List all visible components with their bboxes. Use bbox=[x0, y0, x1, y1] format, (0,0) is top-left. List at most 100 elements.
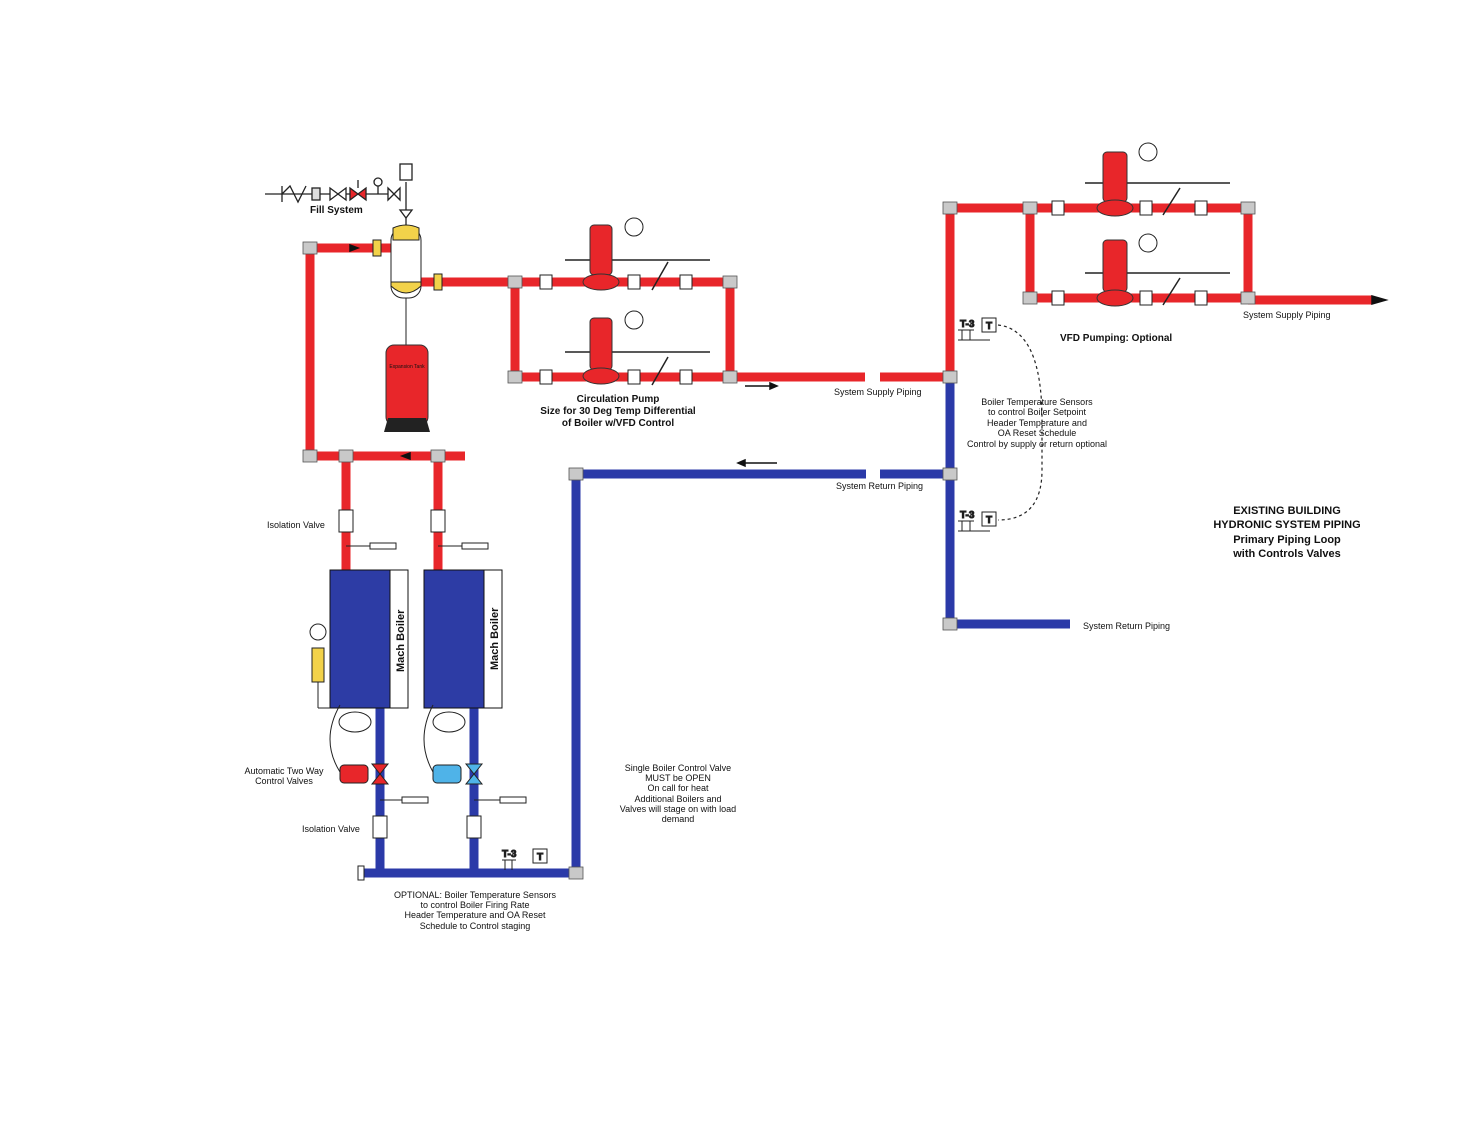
elbow bbox=[507, 370, 523, 384]
isolation-valve-icon bbox=[1139, 200, 1153, 216]
pressure-gauge-icon bbox=[373, 177, 383, 187]
return-sensor: T-3 T bbox=[958, 510, 997, 532]
isolation-valve-bottom-label: Isolation Valve bbox=[302, 824, 360, 834]
circ-pump-line-3: of Boiler w/VFD Control bbox=[562, 418, 674, 429]
optional-line: Header Temperature and OA Reset bbox=[405, 910, 546, 920]
control-valve-icon bbox=[464, 763, 484, 775]
check-valve-icon bbox=[679, 274, 693, 290]
diagram-title: EXISTING BUILDING HYDRONIC SYSTEM PIPING… bbox=[1213, 505, 1360, 560]
title-line: EXISTING BUILDING bbox=[1233, 505, 1341, 517]
single-boiler-line: Single Boiler Control Valve bbox=[625, 763, 731, 773]
circ-pump-line-2: Size for 30 Deg Temp Differential bbox=[540, 406, 696, 417]
return-piping-mid-label: System Return Piping bbox=[836, 481, 923, 491]
temp-gauge-icon bbox=[461, 542, 489, 550]
isolation-valve-icon bbox=[338, 509, 354, 533]
single-boiler-line: Valves will stage on with load bbox=[620, 804, 736, 814]
arrow-right-icon bbox=[349, 243, 361, 253]
thermostat-icon bbox=[981, 317, 997, 333]
sensor-note: Boiler Temperature Sensors to control Bo… bbox=[967, 397, 1107, 449]
tee bbox=[1022, 201, 1038, 215]
sensor-note-line: to control Boiler Setpoint bbox=[988, 407, 1087, 417]
circ-pump-bottom bbox=[539, 310, 710, 386]
single-boiler-line: MUST be OPEN bbox=[645, 773, 711, 783]
sensor-tag: T-3 bbox=[960, 319, 975, 330]
sensor-note-line: Boiler Temperature Sensors bbox=[981, 397, 1093, 407]
sensor-note-line: Header Temperature and bbox=[987, 418, 1087, 428]
valve-actuator-icon bbox=[339, 764, 369, 784]
isolation-valve-icon bbox=[430, 509, 446, 533]
sensor-tag: T-3 bbox=[502, 849, 517, 860]
single-boiler-line: On call for heat bbox=[647, 783, 709, 793]
tee bbox=[942, 370, 958, 384]
optional-note: OPTIONAL: Boiler Temperature Sensors to … bbox=[394, 890, 556, 931]
supply-piping-mid-label: System Supply Piping bbox=[834, 387, 922, 397]
tee bbox=[722, 370, 738, 384]
isolation-valves-bottom bbox=[357, 815, 482, 881]
supply-piping bbox=[305, 203, 1372, 590]
isolation-valve-icon bbox=[627, 274, 641, 290]
elbow bbox=[942, 201, 958, 215]
header-sensor: T-3 T bbox=[502, 848, 548, 870]
fill-system bbox=[265, 163, 414, 228]
isolation-valves-top bbox=[338, 509, 489, 550]
vfd-pumping-label: VFD Pumping: Optional bbox=[1060, 333, 1172, 344]
elbow bbox=[568, 467, 584, 481]
circulation-pump-note: Circulation Pump Size for 30 Deg Temp Di… bbox=[540, 394, 696, 429]
check-valve-icon bbox=[1194, 290, 1208, 306]
elbow bbox=[942, 617, 958, 631]
isolation-valve-icon bbox=[539, 369, 553, 385]
thermostat-letter: T bbox=[986, 515, 992, 526]
auto-valve-note: Automatic Two Way Control Valves bbox=[244, 766, 324, 786]
temp-gauge-icon bbox=[369, 542, 397, 550]
isolation-valve-top-label: Isolation Valve bbox=[267, 520, 325, 530]
tee bbox=[338, 449, 354, 463]
sensor-note-line: OA Reset Schedule bbox=[998, 428, 1077, 438]
fill-system-label: Fill System bbox=[310, 205, 363, 216]
supply-piping-right-label: System Supply Piping bbox=[1243, 310, 1331, 320]
tee bbox=[1240, 201, 1256, 215]
elbow bbox=[1022, 291, 1038, 305]
air-vent-icon bbox=[399, 163, 413, 181]
single-boiler-note: Single Boiler Control Valve MUST be OPEN… bbox=[620, 763, 736, 824]
isolation-valve-icon bbox=[1051, 290, 1065, 306]
sensor-control-link bbox=[997, 324, 1043, 521]
tee bbox=[942, 467, 958, 481]
thermostat-letter: T bbox=[986, 321, 992, 332]
control-valves bbox=[329, 704, 527, 804]
boiler-2-label: Mach Boiler bbox=[489, 607, 501, 670]
boiler-1-label: Mach Boiler bbox=[395, 609, 407, 672]
tee bbox=[722, 275, 738, 289]
optional-line: to control Boiler Firing Rate bbox=[420, 900, 529, 910]
title-line: HYDRONIC SYSTEM PIPING bbox=[1213, 519, 1360, 531]
title-line: with Controls Valves bbox=[1232, 548, 1341, 560]
sensor-note-line: Control by supply or return optional bbox=[967, 439, 1107, 449]
auto-valve-line: Automatic Two Way bbox=[244, 766, 324, 776]
fittings bbox=[302, 201, 1256, 880]
isolation-valve-icon bbox=[1139, 290, 1153, 306]
flow-arrows bbox=[349, 243, 1389, 468]
supply-sensor: T-3 T bbox=[958, 317, 997, 341]
pressure-gauge-icon bbox=[1138, 233, 1158, 253]
temp-gauge-icon bbox=[401, 796, 429, 804]
tee bbox=[1240, 291, 1256, 305]
return-piping-right-label: System Return Piping bbox=[1083, 621, 1170, 631]
vfd-pump-top bbox=[1051, 142, 1230, 217]
thermostat-icon bbox=[981, 511, 997, 527]
expansion-tank-label: Expansion Tank bbox=[389, 364, 425, 370]
arrow-right-icon bbox=[769, 381, 779, 391]
isolation-valve-icon bbox=[1051, 200, 1065, 216]
auto-valve-line: Control Valves bbox=[255, 776, 313, 786]
temp-gauge-icon bbox=[499, 796, 527, 804]
pressure-gauge-icon bbox=[309, 623, 327, 641]
isolation-valve-icon bbox=[466, 815, 482, 839]
control-valve-icon bbox=[370, 763, 390, 775]
thermostat-letter: T bbox=[537, 852, 543, 863]
check-valve-icon bbox=[1194, 200, 1208, 216]
circ-pump-line-1: Circulation Pump bbox=[577, 394, 660, 405]
check-valve-icon bbox=[679, 369, 693, 385]
boiler-2: Mach Boiler bbox=[423, 569, 503, 733]
optional-line: Schedule to Control staging bbox=[420, 921, 531, 931]
valve-actuator-icon bbox=[432, 764, 462, 784]
tee bbox=[507, 275, 523, 289]
